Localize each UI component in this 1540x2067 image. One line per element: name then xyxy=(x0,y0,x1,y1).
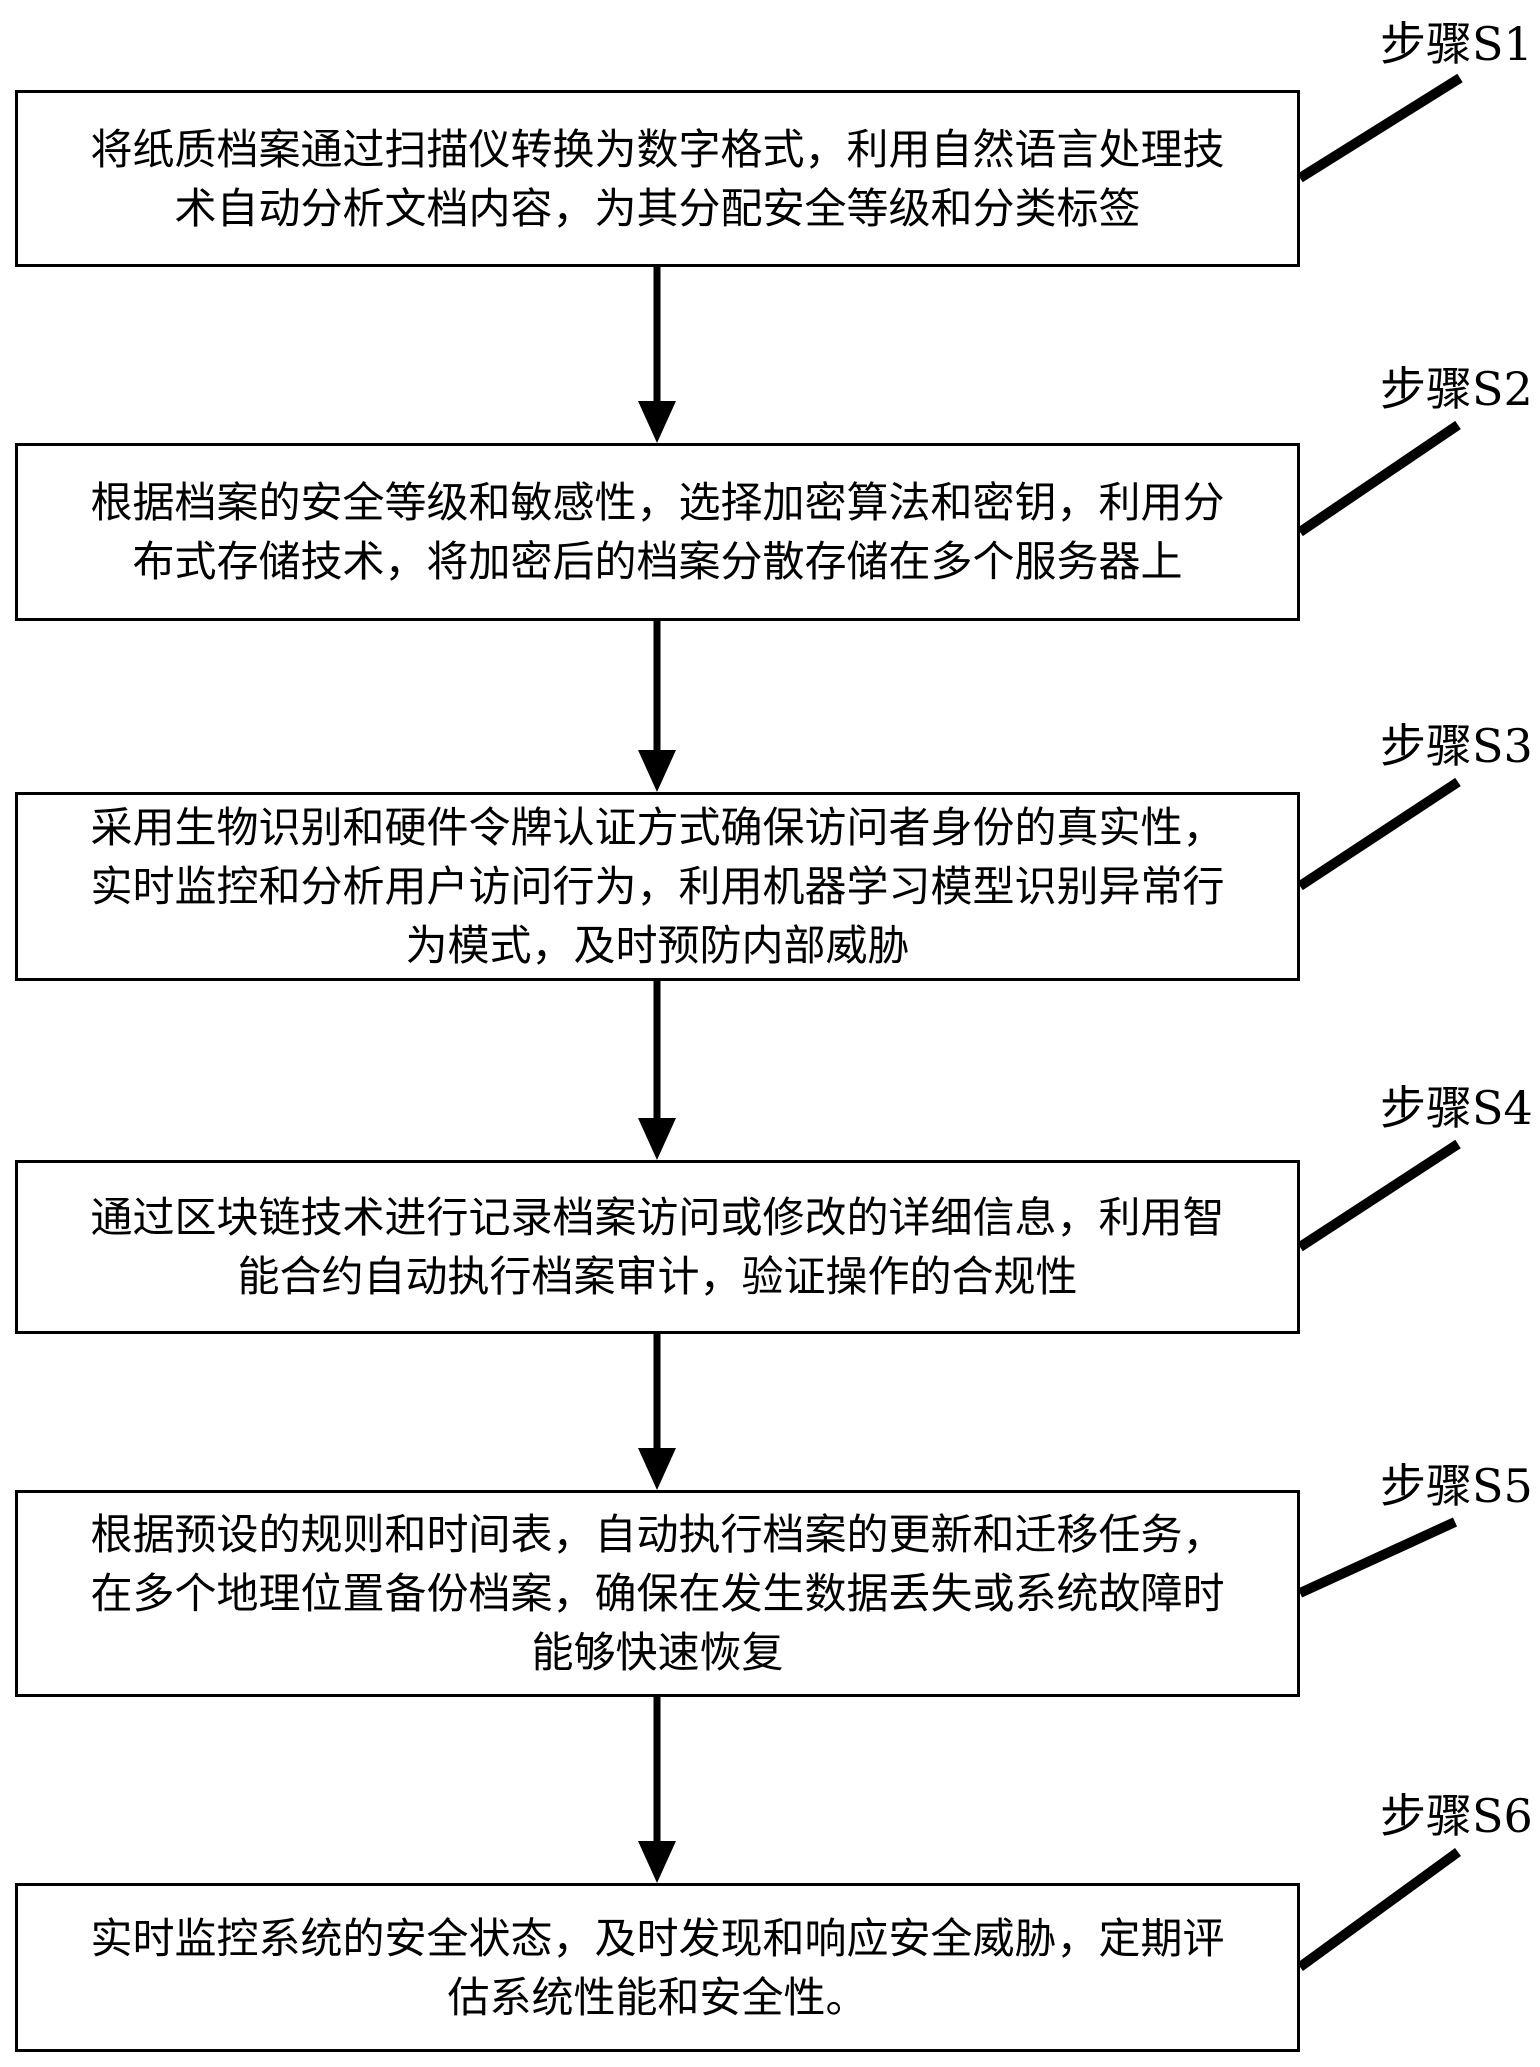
leader-line-s1 xyxy=(1297,73,1463,183)
step-label-s6: 步骤S6 xyxy=(1380,1789,1533,1843)
leader-line-s3 xyxy=(1297,777,1461,891)
step-text-s3: 采用生物识别和硬件令牌认证方式确保访问者身份的真实性， 实时监控和分析用户访问行… xyxy=(90,803,1225,970)
step-box-s1: 将纸质档案通过扫描仪转换为数字格式，利用自然语言处理技 术自动分析文档内容，为其… xyxy=(15,90,1300,267)
step-box-s5: 根据预设的规则和时间表，自动执行档案的更新和迁移任务， 在多个地理位置备份档案，… xyxy=(15,1490,1300,1697)
flow-arrow-4-head xyxy=(638,1448,676,1490)
leader-line-s4 xyxy=(1297,1139,1461,1252)
step-text-s2: 根据档案的安全等级和敏感性，选择加密算法和密钥，利用分 布式存储技术，将加密后的… xyxy=(90,478,1225,586)
step-label-s1: 步骤S1 xyxy=(1380,17,1533,71)
step-label-s3: 步骤S3 xyxy=(1380,719,1533,773)
step-box-s6: 实时监控系统的安全状态，及时发现和响应安全威胁，定期评 估系统性能和安全性。 xyxy=(15,1883,1300,2052)
flow-arrow-1-head xyxy=(638,401,676,443)
step-label-s2: 步骤S2 xyxy=(1380,362,1533,416)
flow-arrow-3-head xyxy=(638,1118,676,1160)
flow-arrow-5-head xyxy=(638,1841,676,1883)
step-text-s1: 将纸质档案通过扫描仪转换为数字格式，利用自然语言处理技 术自动分析文档内容，为其… xyxy=(90,124,1225,233)
step-box-s3: 采用生物识别和硬件令牌认证方式确保访问者身份的真实性， 实时监控和分析用户访问行… xyxy=(15,792,1300,981)
leader-line-s5 xyxy=(1297,1517,1458,1598)
step-box-s2: 根据档案的安全等级和敏感性，选择加密算法和密钥，利用分 布式存储技术，将加密后的… xyxy=(15,443,1300,621)
flow-arrow-2-head xyxy=(638,750,676,792)
step-text-s6: 实时监控系统的安全状态，及时发现和响应安全威胁，定期评 估系统性能和安全性。 xyxy=(90,1913,1225,2022)
step-text-s5: 根据预设的规则和时间表，自动执行档案的更新和迁移任务， 在多个地理位置备份档案，… xyxy=(90,1510,1225,1677)
step-label-s4: 步骤S4 xyxy=(1380,1081,1533,1135)
leader-line-s6 xyxy=(1297,1847,1461,1972)
step-label-s5: 步骤S5 xyxy=(1380,1459,1533,1513)
step-text-s4: 通过区块链技术进行记录档案访问或修改的详细信息，利用智 能合约自动执行档案审计，… xyxy=(90,1193,1225,1301)
leader-line-s2 xyxy=(1297,420,1461,537)
step-box-s4: 通过区块链技术进行记录档案访问或修改的详细信息，利用智 能合约自动执行档案审计，… xyxy=(15,1160,1300,1334)
